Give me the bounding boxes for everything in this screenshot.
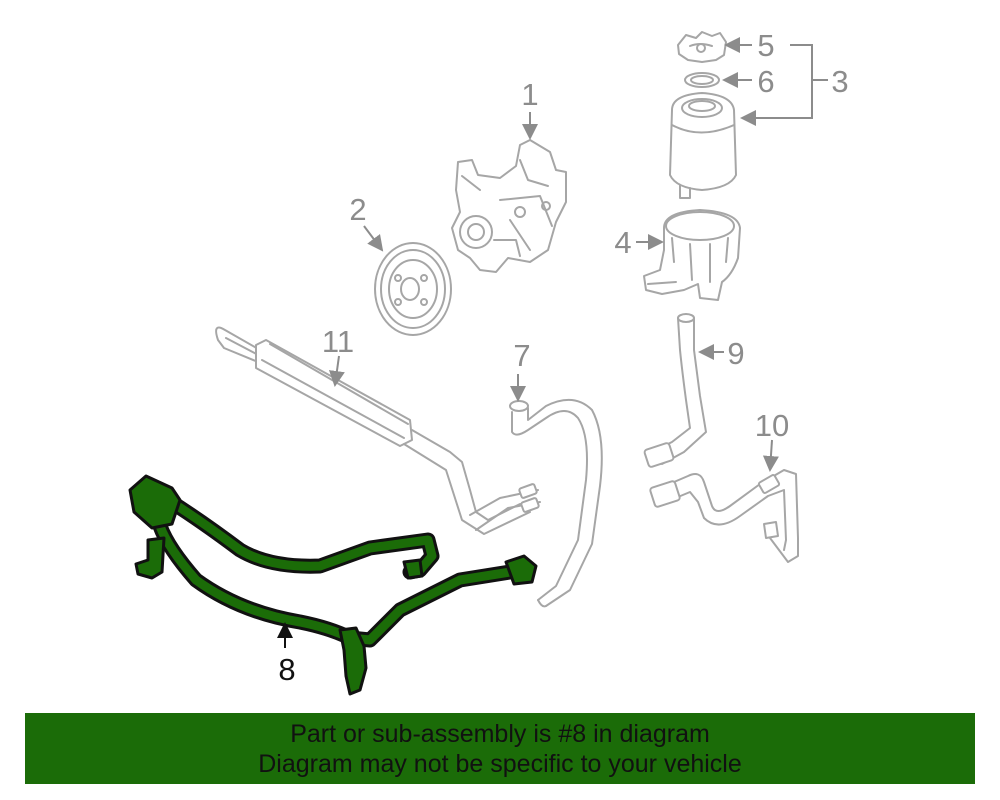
reservoir-part (669, 92, 737, 199)
parts-diagram: 1 2 3 4 5 6 7 8 9 10 11 (128, 28, 849, 696)
return-hose-part (509, 399, 603, 608)
callout-6: 6 (757, 64, 774, 99)
part-info-banner: Part or sub-assembly is #8 in diagram Di… (25, 713, 975, 784)
banner-line-part-number: Part or sub-assembly is #8 in diagram (290, 719, 710, 748)
cooler-part (215, 326, 541, 535)
callout-10: 10 (755, 408, 789, 443)
highlighted-hose-assembly-part (128, 474, 538, 696)
pulley-part (374, 242, 452, 336)
callout-2: 2 (349, 192, 366, 227)
callout-5: 5 (757, 28, 774, 63)
callout-3: 3 (831, 64, 848, 99)
steering-pump-part (451, 139, 567, 273)
callout-8: 8 (278, 652, 295, 687)
seal-ring-part (684, 72, 720, 88)
callout-11: 11 (322, 324, 354, 359)
callout-1: 1 (521, 77, 538, 112)
supply-hose-part (643, 313, 707, 468)
banner-line-disclaimer: Diagram may not be specific to your vehi… (258, 749, 742, 778)
callout-7: 7 (513, 338, 530, 373)
reservoir-cap-part (677, 31, 727, 63)
callout-4: 4 (614, 225, 631, 260)
callout-9: 9 (727, 336, 744, 371)
reservoir-bracket-part (643, 209, 741, 301)
pressure-line-part (649, 469, 799, 563)
